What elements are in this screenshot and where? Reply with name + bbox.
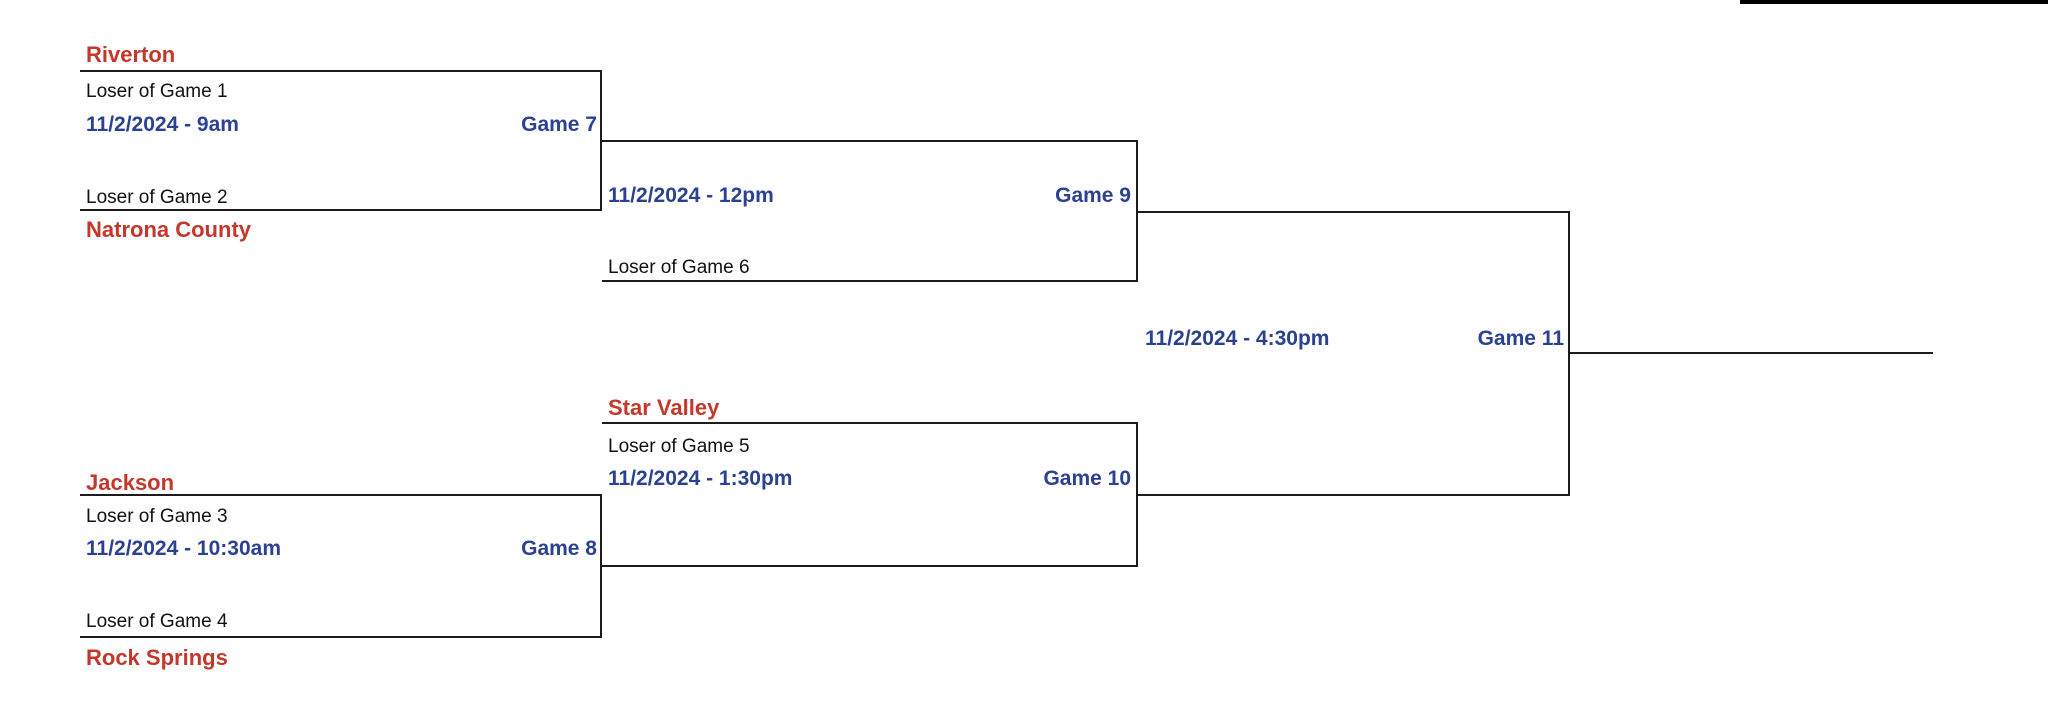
game11-winner-line — [1570, 352, 1933, 354]
game9-joiner-line — [1136, 140, 1138, 282]
game10-winner-line — [1138, 494, 1570, 496]
game7-top-line — [80, 70, 602, 72]
team-name-natrona-county: Natrona County — [86, 217, 251, 242]
game7-datetime: 11/2/2024 - 9am — [86, 113, 239, 136]
game10-top-line — [602, 422, 1138, 424]
game10-label: Game 10 — [1043, 467, 1131, 490]
game10-bottom-line — [600, 565, 1138, 567]
game7-label: Game 7 — [521, 113, 597, 136]
game8-label: Game 8 — [521, 537, 597, 560]
game10-datetime: 11/2/2024 - 1:30pm — [608, 467, 793, 490]
game11-schedule-row: 11/2/2024 - 4:30pm Game 11 — [1145, 327, 1564, 351]
game7-bottom-seed: Loser of Game 2 — [86, 187, 228, 208]
game8-schedule-row: 11/2/2024 - 10:30am Game 8 — [86, 537, 597, 561]
game10-top-seed: Loser of Game 5 — [608, 436, 750, 457]
team-name-rock-springs: Rock Springs — [86, 645, 228, 670]
game10-schedule-row: 11/2/2024 - 1:30pm Game 10 — [608, 467, 1131, 491]
game9-datetime: 11/2/2024 - 12pm — [608, 184, 774, 207]
team-name-star-valley: Star Valley — [608, 395, 720, 420]
game11-label: Game 11 — [1477, 327, 1564, 350]
team-name-riverton: Riverton — [86, 42, 176, 67]
game7-top-seed: Loser of Game 1 — [86, 81, 228, 102]
game9-schedule-row: 11/2/2024 - 12pm Game 9 — [608, 184, 1131, 208]
game9-winner-line — [1138, 211, 1570, 213]
game11-joiner-line — [1568, 211, 1570, 496]
game8-top-seed: Loser of Game 3 — [86, 506, 228, 527]
game11-datetime: 11/2/2024 - 4:30pm — [1145, 327, 1330, 350]
game8-bottom-seed: Loser of Game 4 — [86, 611, 228, 632]
team-name-jackson: Jackson — [86, 470, 175, 495]
game9-bottom-line — [602, 280, 1138, 282]
game10-joiner-line — [1136, 422, 1138, 567]
game9-bottom-seed: Loser of Game 6 — [608, 257, 750, 278]
game8-datetime: 11/2/2024 - 10:30am — [86, 537, 281, 560]
game8-bottom-line — [80, 636, 602, 638]
top-right-partial-line — [1740, 0, 2048, 4]
game9-top-line — [600, 140, 1138, 142]
game9-label: Game 9 — [1055, 184, 1131, 207]
game7-bottom-line — [80, 209, 602, 211]
game7-schedule-row: 11/2/2024 - 9am Game 7 — [86, 113, 597, 137]
game8-top-line — [80, 494, 602, 496]
